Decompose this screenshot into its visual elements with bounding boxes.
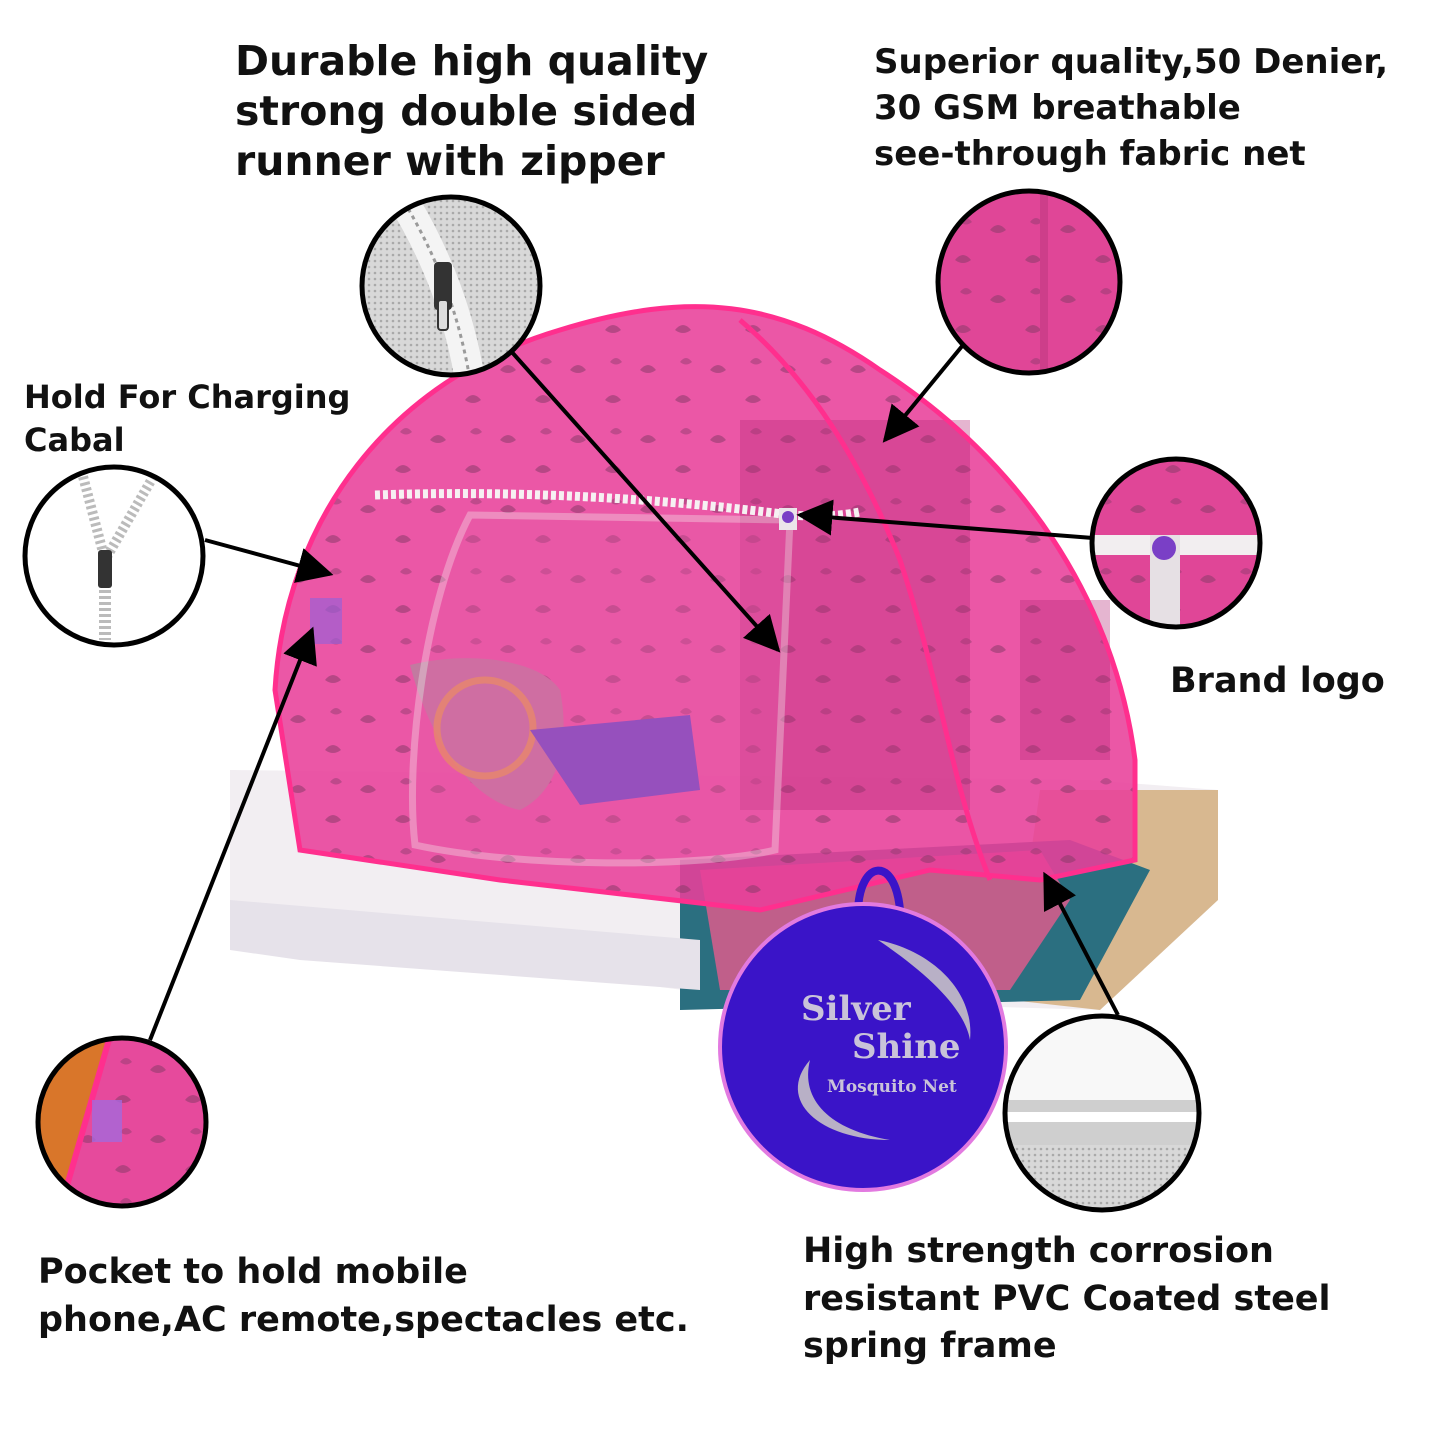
- arrow-pocket: [148, 626, 317, 1041]
- mosquito-net-tent: [272, 304, 1138, 913]
- arrow-fabric: [882, 343, 965, 443]
- caption-charging: Hold For Charging Cabal: [24, 376, 350, 462]
- bag-brand-line3: Mosquito Net: [827, 1077, 957, 1097]
- arrow-zipper: [508, 348, 781, 653]
- caption-pocket: Pocket to hold mobile phone,AC remote,sp…: [38, 1248, 689, 1345]
- caption-brand-logo: Brand logo: [1170, 660, 1385, 703]
- caption-fabric: Superior quality,50 Denier, 30 GSM breat…: [874, 40, 1388, 178]
- caption-brand-logo-line: Brand logo: [1170, 661, 1385, 701]
- charging-hole-detail-circle: [22, 464, 206, 648]
- pocket-detail-circle: [35, 1035, 209, 1209]
- caption-frame-line: High strength corrosion: [803, 1231, 1274, 1271]
- caption-zipper-line: Durable high quality: [235, 37, 709, 85]
- arrow-charging: [204, 538, 334, 583]
- caption-fabric-line: Superior quality,50 Denier,: [874, 42, 1389, 82]
- callout-arrows: [148, 343, 1120, 1041]
- caption-zipper: Durable high quality strong double sided…: [235, 36, 708, 186]
- arrow-logo: [796, 499, 1094, 540]
- caption-charging-line: Hold For Charging: [24, 378, 351, 416]
- caption-frame: High strength corrosion resistant PVC Co…: [803, 1228, 1331, 1371]
- arrow-frame: [1043, 871, 1120, 1016]
- caption-zipper-line: strong double sided: [235, 87, 698, 136]
- caption-frame-line: resistant PVC Coated steel: [803, 1278, 1331, 1319]
- bag-brand-line1: Silver: [801, 989, 912, 1029]
- caption-frame-line: spring frame: [803, 1326, 1057, 1367]
- storage-bag: Silver Shine Mosquito Net: [718, 866, 1008, 1192]
- brand-logo-detail-circle: [1089, 456, 1263, 630]
- zipper-detail-circle: [359, 194, 543, 378]
- frame-detail-circle: [1002, 1013, 1202, 1213]
- caption-fabric-line: 30 GSM breathable: [874, 87, 1241, 128]
- bag-brand-line2: Shine: [852, 1027, 961, 1067]
- caption-fabric-line: see-through fabric net: [874, 133, 1306, 174]
- caption-pocket-line: Pocket to hold mobile: [38, 1252, 468, 1292]
- caption-zipper-line: runner with zipper: [235, 137, 665, 186]
- caption-charging-line: Cabal: [24, 421, 125, 460]
- caption-pocket-line: phone,AC remote,spectacles etc.: [38, 1300, 689, 1341]
- fabric-detail-circle: [935, 188, 1123, 376]
